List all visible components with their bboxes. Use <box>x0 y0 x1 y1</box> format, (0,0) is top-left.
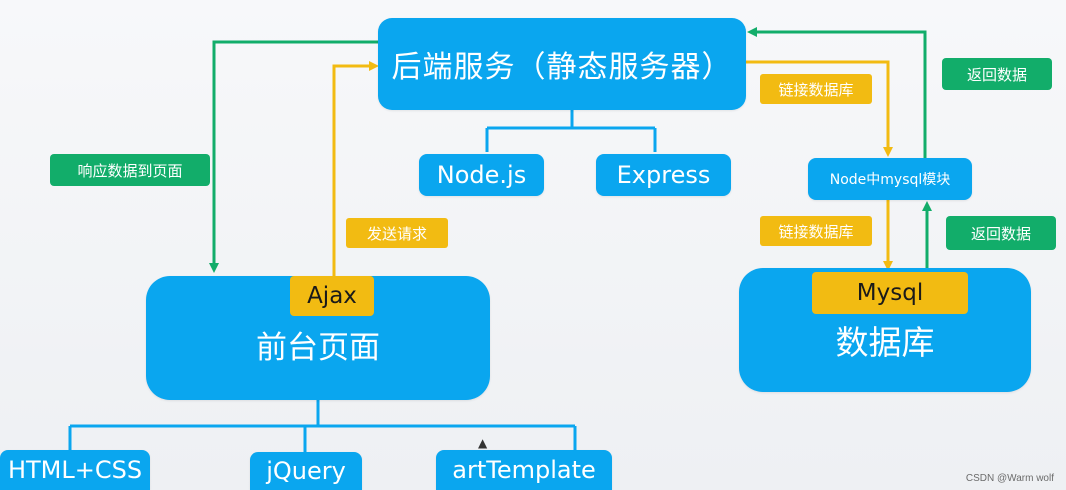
send-request-label: 发送请求 <box>346 218 448 248</box>
return-data-text-top: 返回数据 <box>966 65 1027 84</box>
send-request-text: 发送请求 <box>366 224 427 243</box>
express-label: Express <box>616 161 711 189</box>
link-db-text-bottom: 链接数据库 <box>778 222 854 241</box>
link-db-label-bottom: 链接数据库 <box>760 216 872 246</box>
nodejs-label: Node.js <box>436 161 527 189</box>
html-css-label: HTML+CSS <box>7 456 143 484</box>
backend-service-node: 后端服务（静态服务器） <box>378 18 746 110</box>
html-css-node: HTML+CSS <box>0 450 150 490</box>
nodejs-node: Node.js <box>419 154 544 196</box>
link-db-label-top: 链接数据库 <box>760 74 872 104</box>
ajax-tag: Ajax <box>290 276 374 316</box>
express-node: Express <box>596 154 731 196</box>
art-template-label: artTemplate <box>452 456 596 484</box>
return-data-label-top: 返回数据 <box>942 58 1052 90</box>
backend-tree-connector <box>485 108 657 152</box>
node-mysql-module-label: Node中mysql模块 <box>829 172 951 188</box>
jquery-node: jQuery <box>250 452 362 490</box>
mysql-tag: Mysql <box>812 272 968 314</box>
art-template-node: artTemplate <box>436 450 612 490</box>
frontend-tree-connector <box>68 398 577 452</box>
respond-data-label: 响应数据到页面 <box>50 154 210 186</box>
backend-service-label: 后端服务（静态服务器） <box>391 50 733 85</box>
link-db-text-top: 链接数据库 <box>778 80 854 99</box>
jquery-label: jQuery <box>266 457 346 485</box>
return-data-label-bottom: 返回数据 <box>946 216 1056 250</box>
frontend-page-title: 前台页面 <box>256 330 380 366</box>
mouse-cursor-icon: ▲ <box>478 436 488 450</box>
ajax-label: Ajax <box>307 283 357 309</box>
mysql-label: Mysql <box>856 280 924 306</box>
node-mysql-module-node: Node中mysql模块 <box>808 158 972 200</box>
respond-data-text: 响应数据到页面 <box>77 161 183 180</box>
return-data-text-bottom: 返回数据 <box>970 224 1031 243</box>
database-title: 数据库 <box>835 323 935 362</box>
watermark: CSDN @Warm wolf <box>965 473 1054 484</box>
